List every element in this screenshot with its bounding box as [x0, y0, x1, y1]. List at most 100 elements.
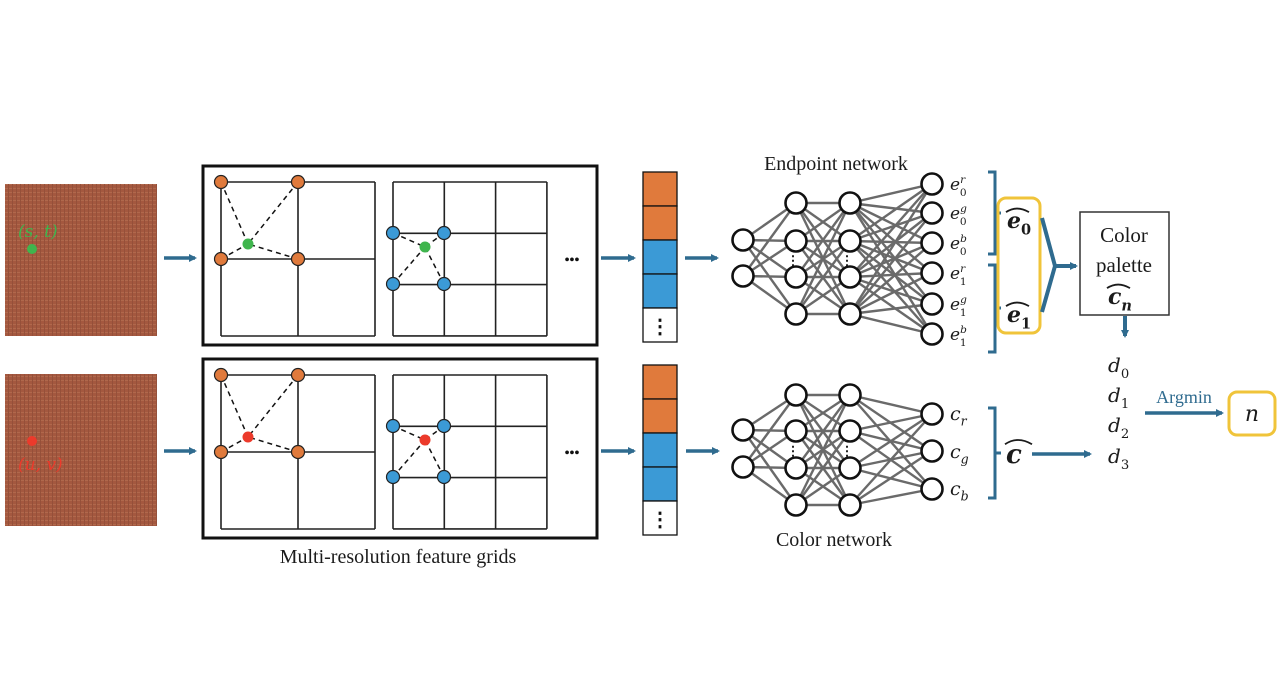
network-edge: [849, 183, 933, 278]
fine-vertex: [436, 276, 452, 292]
grid-ellipsis-top: •••: [565, 253, 580, 268]
network-edge: [849, 212, 933, 315]
network-edge: [849, 239, 933, 245]
network-edge: [849, 211, 933, 243]
vector-segment-blue: [642, 466, 678, 502]
distance-label-2: d2: [1108, 413, 1129, 442]
coord-label-st: (s, t): [18, 222, 58, 242]
color-palette-box: [1079, 211, 1170, 316]
neuron: [920, 231, 944, 255]
coord-label-uv: (u, v): [18, 455, 63, 475]
neuron: [920, 477, 944, 501]
fine-vertex: [385, 276, 401, 292]
vector-segment-ellipsis: [642, 307, 678, 343]
color-network-title: Color network: [776, 529, 892, 551]
feature-vector-top: ⋮: [642, 171, 678, 343]
grid-panel-frame: [201, 357, 599, 540]
coarse-vertex: [213, 251, 229, 267]
coarse-vertex: [213, 174, 229, 190]
neuron: [838, 419, 862, 443]
neuron: [784, 456, 808, 480]
input-texture-top: (s, t): [5, 184, 157, 336]
network-edge: [849, 412, 933, 470]
network-edge: [849, 276, 933, 335]
distance-label-0: d0: [1108, 353, 1129, 382]
network-edge: [849, 312, 933, 336]
sample-point: [242, 238, 254, 250]
network-edge: [849, 302, 933, 316]
bracket-c: [988, 406, 1001, 500]
fine-vertex: [385, 469, 401, 485]
hat-accent: [1005, 207, 1030, 213]
feature-grid-panel-top: [201, 164, 599, 347]
neuron: [920, 201, 944, 225]
network-edge: [849, 183, 933, 242]
distance-label-1: d1: [1108, 383, 1129, 412]
network-edge: [849, 201, 933, 245]
hat-accent: [1004, 439, 1033, 446]
grid-panel-frame: [201, 164, 599, 347]
coarse-vertex: [213, 444, 229, 460]
vector-ellipsis: ⋮: [650, 316, 670, 338]
vector-segment-orange: [642, 364, 678, 400]
network-edge: [849, 393, 933, 416]
hidden-layer-ellipsis: ⋮: [787, 444, 800, 459]
neuron: [920, 172, 944, 196]
neuron: [731, 455, 755, 479]
color-hat-label: c: [1004, 439, 1033, 470]
network-edge: [848, 183, 934, 315]
fine-vertex: [385, 225, 401, 241]
feature-grids-caption: Multi-resolution feature grids: [280, 546, 517, 568]
endpoint-hat-e0: e0: [1007, 208, 1031, 239]
network-edge: [849, 413, 933, 506]
network-edge: [795, 240, 851, 315]
interp-line: [392, 425, 426, 441]
network-edge: [849, 241, 933, 279]
network-edge: [849, 240, 933, 335]
color-output-label: cg: [950, 441, 969, 467]
neuron: [784, 419, 808, 443]
interp-line: [247, 374, 299, 438]
neuron: [784, 383, 808, 407]
neuron: [838, 493, 862, 517]
neuron: [920, 402, 944, 426]
sample-point: [419, 434, 431, 446]
network-edge: [849, 202, 933, 305]
hat-accent: [1005, 301, 1030, 307]
network-edge: [794, 394, 852, 506]
network-edge: [795, 394, 851, 469]
interp-line: [392, 246, 426, 285]
interp-line: [220, 181, 249, 245]
hidden-layer-ellipsis: ⋮: [841, 444, 854, 459]
vector-segment-ellipsis: [642, 500, 678, 536]
network-edge: [742, 394, 797, 468]
coarse-vertex: [213, 367, 229, 383]
network-edge: [849, 271, 933, 279]
color-output-label: cb: [950, 478, 969, 504]
network-edge: [849, 412, 933, 433]
coarse-vertex: [290, 367, 306, 383]
neuron: [784, 229, 808, 253]
network-edge: [849, 449, 933, 507]
feature-grid-panel-bottom: [201, 357, 599, 540]
network-edge: [849, 242, 933, 315]
network-edge: [849, 487, 933, 507]
vector-segment-blue: [642, 239, 678, 275]
network-edge: [742, 202, 797, 277]
network-edge: [849, 202, 933, 274]
vector-segment-blue: [642, 432, 678, 468]
endpoint-network: ⋮⋮: [731, 172, 944, 346]
network-edge: [795, 430, 851, 506]
network-edge: [849, 275, 933, 306]
endpoint-network-title: Endpoint network: [764, 153, 908, 175]
network-edge: [849, 182, 933, 205]
network-edge: [849, 240, 933, 305]
neuron: [838, 265, 862, 289]
